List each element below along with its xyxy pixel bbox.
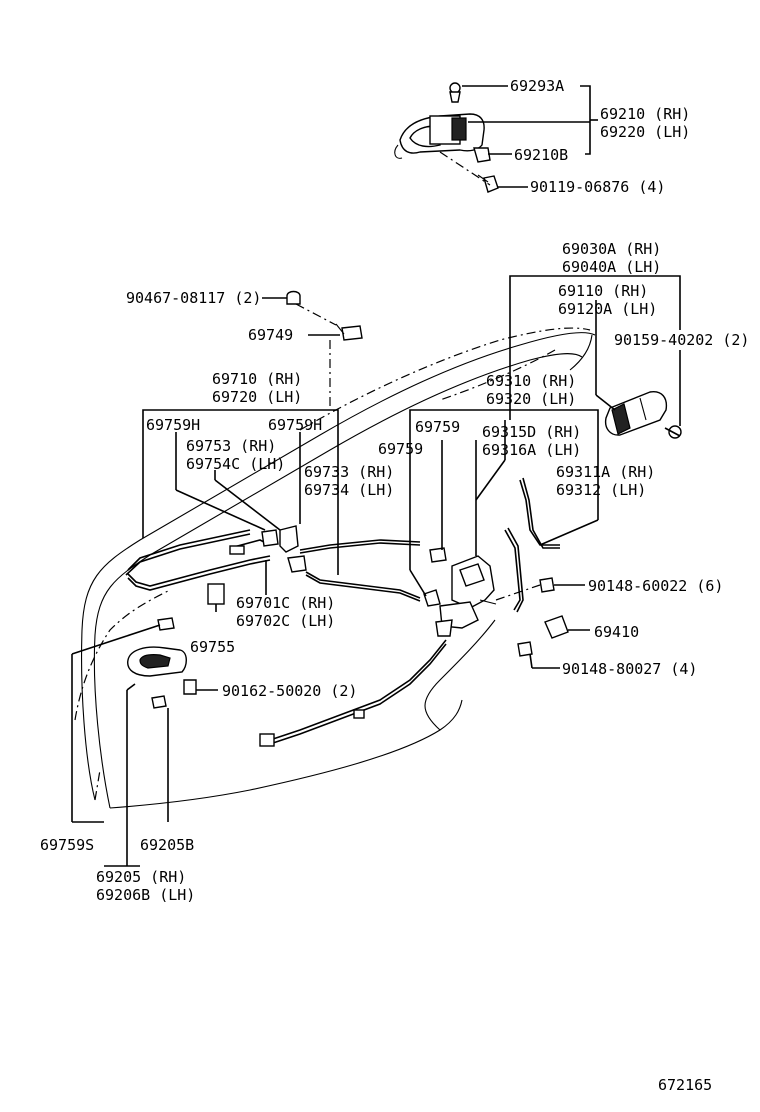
label-69040A: 69040A (LH) bbox=[562, 258, 661, 276]
label-69733: 69733 (RH) bbox=[304, 463, 394, 481]
label-69753: 69753 (RH) bbox=[186, 437, 276, 455]
part-labels: 69293A 69210 (RH) 69220 (LH) 69210B 9011… bbox=[40, 77, 749, 1094]
label-69320: 69320 (LH) bbox=[486, 390, 576, 408]
label-69410: 69410 bbox=[594, 623, 639, 641]
label-69120A: 69120A (LH) bbox=[558, 300, 657, 318]
rods-and-cables bbox=[125, 525, 421, 605]
label-69315D: 69315D (RH) bbox=[482, 423, 581, 441]
label-69759H-a: 69759H bbox=[146, 416, 200, 434]
label-90119: 90119-06876 (4) bbox=[530, 178, 665, 196]
label-90159: 90159-40202 (2) bbox=[614, 331, 749, 349]
label-69205B: 69205B bbox=[140, 836, 194, 854]
label-90148-a: 90148-60022 (6) bbox=[588, 577, 723, 595]
label-69759H-b: 69759H bbox=[268, 416, 322, 434]
inside-handle bbox=[127, 617, 218, 709]
leader-lines-actuator bbox=[509, 275, 681, 426]
label-69220: 69220 (LH) bbox=[600, 123, 690, 141]
label-69754C: 69754C (LH) bbox=[186, 455, 285, 473]
latch-assembly bbox=[259, 477, 560, 747]
bolts-upper-left bbox=[262, 290, 363, 410]
label-69749: 69749 bbox=[248, 326, 293, 344]
label-69310: 69310 (RH) bbox=[486, 372, 576, 390]
label-69702C: 69702C (LH) bbox=[236, 612, 335, 630]
leader-lines-left bbox=[71, 409, 339, 867]
label-69210: 69210 (RH) bbox=[600, 105, 690, 123]
label-69720: 69720 (LH) bbox=[212, 388, 302, 406]
lock-actuator bbox=[604, 391, 682, 439]
label-69759S: 69759S bbox=[40, 836, 94, 854]
label-69710: 69710 (RH) bbox=[212, 370, 302, 388]
label-69205: 69205 (RH) bbox=[96, 868, 186, 886]
label-69210B: 69210B bbox=[514, 146, 568, 164]
leader-lines-top bbox=[439, 85, 598, 188]
label-69293A: 69293A bbox=[510, 77, 564, 95]
label-69030A: 69030A (RH) bbox=[562, 240, 661, 258]
label-69312: 69312 (LH) bbox=[556, 481, 646, 499]
door-panel-outline bbox=[74, 327, 596, 809]
label-90148-b: 90148-80027 (4) bbox=[562, 660, 697, 678]
label-69759-a: 69759 bbox=[415, 418, 460, 436]
figure-number: 672165 bbox=[658, 1076, 712, 1094]
label-69701C: 69701C (RH) bbox=[236, 594, 335, 612]
label-90467: 90467-08117 (2) bbox=[126, 289, 261, 307]
label-69755: 69755 bbox=[190, 638, 235, 656]
label-69316A: 69316A (LH) bbox=[482, 441, 581, 459]
label-69206B: 69206B (LH) bbox=[96, 886, 195, 904]
label-69311A: 69311A (RH) bbox=[556, 463, 655, 481]
label-69110: 69110 (RH) bbox=[558, 282, 648, 300]
label-90162: 90162-50020 (2) bbox=[222, 682, 357, 700]
leader-lines-center bbox=[409, 409, 599, 597]
label-69734: 69734 (LH) bbox=[304, 481, 394, 499]
label-69759-b: 69759 bbox=[378, 440, 423, 458]
latch-screws bbox=[495, 577, 590, 669]
outside-handle-assembly bbox=[394, 82, 499, 193]
